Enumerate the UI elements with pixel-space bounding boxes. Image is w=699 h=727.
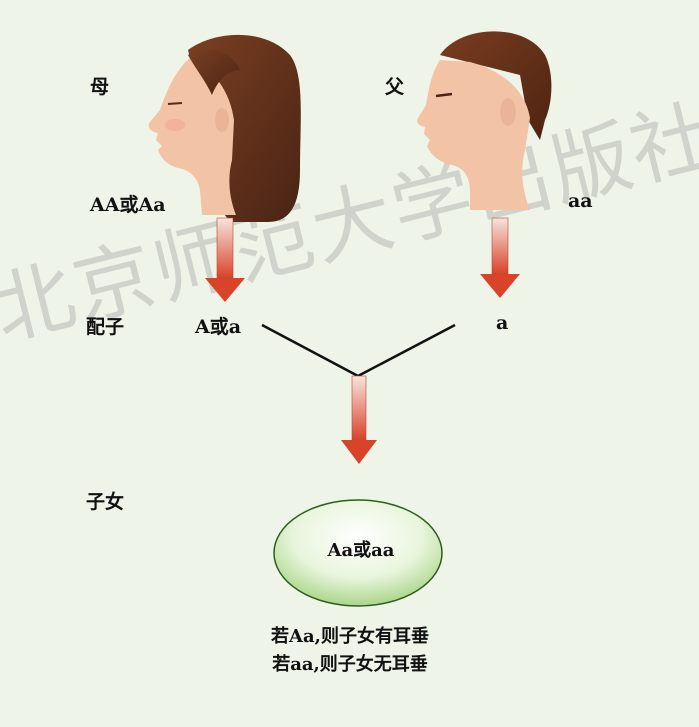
offspring-arrow <box>341 375 377 464</box>
mother-portrait <box>148 34 301 223</box>
caption-line-1: 若Aa,则子女有耳垂 <box>271 626 429 647</box>
offspring-ellipse <box>273 499 443 607</box>
mother-label: 母 <box>90 76 110 98</box>
mother-arrow <box>205 217 245 302</box>
father-gamete-line <box>357 323 456 378</box>
father-arrow <box>480 217 520 298</box>
father-genotype: aa <box>568 190 593 212</box>
mother-gametes: A或a <box>195 316 242 338</box>
father-gametes: a <box>496 312 509 334</box>
gamete-row-label: 配子 <box>86 316 125 338</box>
offspring-genotype: Aa或aa <box>327 540 395 561</box>
caption-line-2: 若aa,则子女无耳垂 <box>272 654 428 675</box>
mother-gamete-line <box>261 323 359 378</box>
father-portrait <box>417 31 552 210</box>
mother-genotype: AA或Aa <box>90 194 166 216</box>
father-label: 父 <box>385 76 405 98</box>
offspring-row-label: 子女 <box>86 491 125 513</box>
